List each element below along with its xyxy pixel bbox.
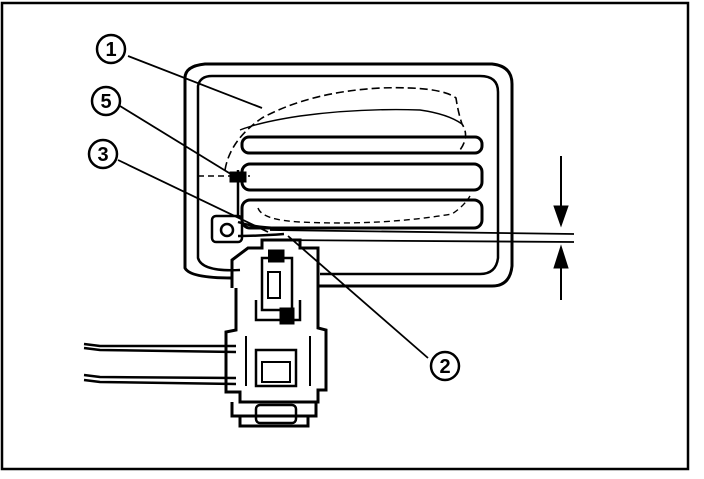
callout-5-label: 5 (100, 91, 111, 113)
callout-3-label: 3 (97, 144, 108, 166)
fuel-lines (83, 342, 237, 386)
callout-3: 3 (87, 138, 119, 170)
callout-2: 2 (429, 350, 461, 382)
dimension-arrows (553, 156, 569, 300)
float (224, 86, 484, 230)
inlet-fitting (224, 288, 328, 428)
needle-valve (230, 238, 320, 325)
level-reference-lines (269, 229, 575, 243)
leader-lines (117, 55, 429, 359)
callout-1: 1 (95, 33, 127, 65)
chamber-housing (183, 62, 514, 288)
callout-1-label: 1 (105, 39, 116, 61)
callout-2-label: 2 (439, 356, 450, 378)
callout-5: 5 (90, 85, 122, 117)
figure-frame (0, 1, 690, 471)
